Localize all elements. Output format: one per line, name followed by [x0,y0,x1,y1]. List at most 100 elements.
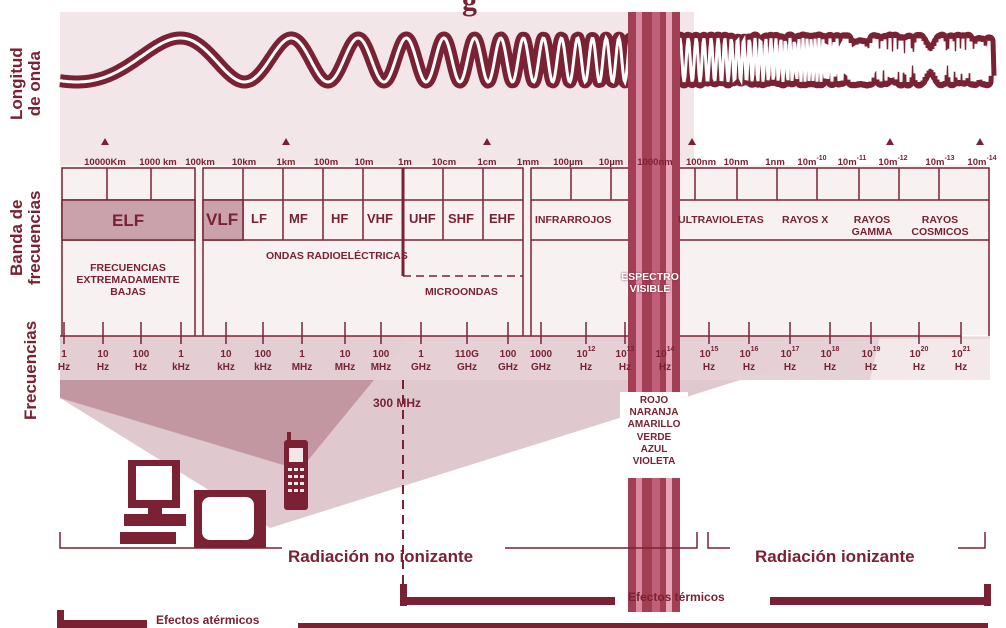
band-gamma: RAYOS GAMMA [851,214,893,238]
wavelength-marker [483,138,491,145]
wavelength-label: 10m-11 [837,155,867,168]
color-green: VERDE [636,431,672,443]
wavelength-marker [976,138,984,145]
wavelength-label: 10m-12 [878,155,908,168]
band-vhf: VHF [367,211,393,226]
wavelength-label: 1mm [516,157,540,168]
wavelength-label: 100km [185,157,215,168]
wavelength-label: 10km [231,157,257,168]
wavelength-label: 10m-10 [797,155,827,168]
visible-colors-box [620,392,688,478]
band-hf: HF [331,211,349,226]
em-wave-highlight [59,34,992,87]
frequency-ticks [60,322,962,344]
wavelength-label: 1km [276,157,296,168]
band-cosmic: RAYOS COSMICOS [911,214,969,238]
vlf-band-cell [202,199,244,241]
band-mf: MF [289,211,308,226]
label-athermal-effects: Efectos atérmicos [156,613,260,627]
wavelength-label: 1m [398,157,412,168]
color-red: ROJO [639,395,669,406]
wavelength-label: 10µm [598,157,624,168]
band-infrared: INFRARROJOS [535,214,612,226]
color-yellow: AMARILLO [627,419,681,431]
television-icon [194,490,266,548]
band-shf: SHF [448,211,474,226]
color-blue: AZUL [640,443,668,455]
wavelength-label: 10000Km [84,157,126,168]
group-microwave: MICROONDAS [425,286,498,298]
wavelength-label: 10cm [431,157,457,168]
band-vlf: VLF [206,210,239,229]
radiation-brackets [59,532,986,549]
wavelength-marker [282,138,290,145]
side-label-frequency: Frecuencias [21,320,40,420]
wavelength-label: 1nm [765,157,785,168]
wavelength-label: 100nm [685,157,717,168]
wavelength-label: 1000nm [637,157,673,168]
wavelength-label: 1cm [477,157,497,168]
wavelength-label: 1000 km [139,157,177,168]
band-elf: ELF [112,211,145,230]
wavelength-label: 10m-13 [925,155,955,168]
band-background [60,165,990,335]
band-uhf: UHF [409,211,436,226]
label-thermal-effects: Efectos térmicos [628,590,725,604]
group-visible: ESPECTRO VISIBLE [621,271,679,296]
wavelength-label: 10m-14 [967,155,997,168]
elf-band-cell [61,199,196,241]
wavelength-marker [101,138,109,145]
title-fragment: g [462,0,477,17]
band-xray: RAYOS X [782,214,829,226]
visible-colors-list: ROJO NARANJA AMARILLO VERDE AZUL VIOLETA [620,395,688,468]
band-lf: LF [251,211,267,226]
wavelength-marker [688,138,696,145]
wavelength-label: 10m [354,157,374,168]
band-ehf: EHF [489,211,515,226]
effect-bars [57,584,991,628]
wavelength-marker [886,138,894,145]
wave-background [60,12,694,165]
band-ultraviolet: ULTRAVIOLETAS [678,214,764,226]
computer-icon [120,460,186,544]
wavelength-markers [101,138,984,145]
mobile-phone-icon [284,432,308,510]
label-ionizing: Radiación ionizante [755,547,915,566]
wavelength-label: 100m [313,157,339,168]
label-300mhz: 300 MHz [373,396,422,410]
wavelength-label: 100µm [553,157,583,168]
label-non-ionizing: Radiación no ionizante [288,547,474,566]
group-elf-description: FRECUENCIAS EXTREMADAMENTE BAJAS [76,262,180,299]
group-radio: ONDAS RADIOELÉCTRICAS [266,250,408,262]
color-violet: VIOLETA [632,455,676,467]
wavelength-label: 10nm [723,157,749,168]
color-orange: NARANJA [629,407,679,419]
